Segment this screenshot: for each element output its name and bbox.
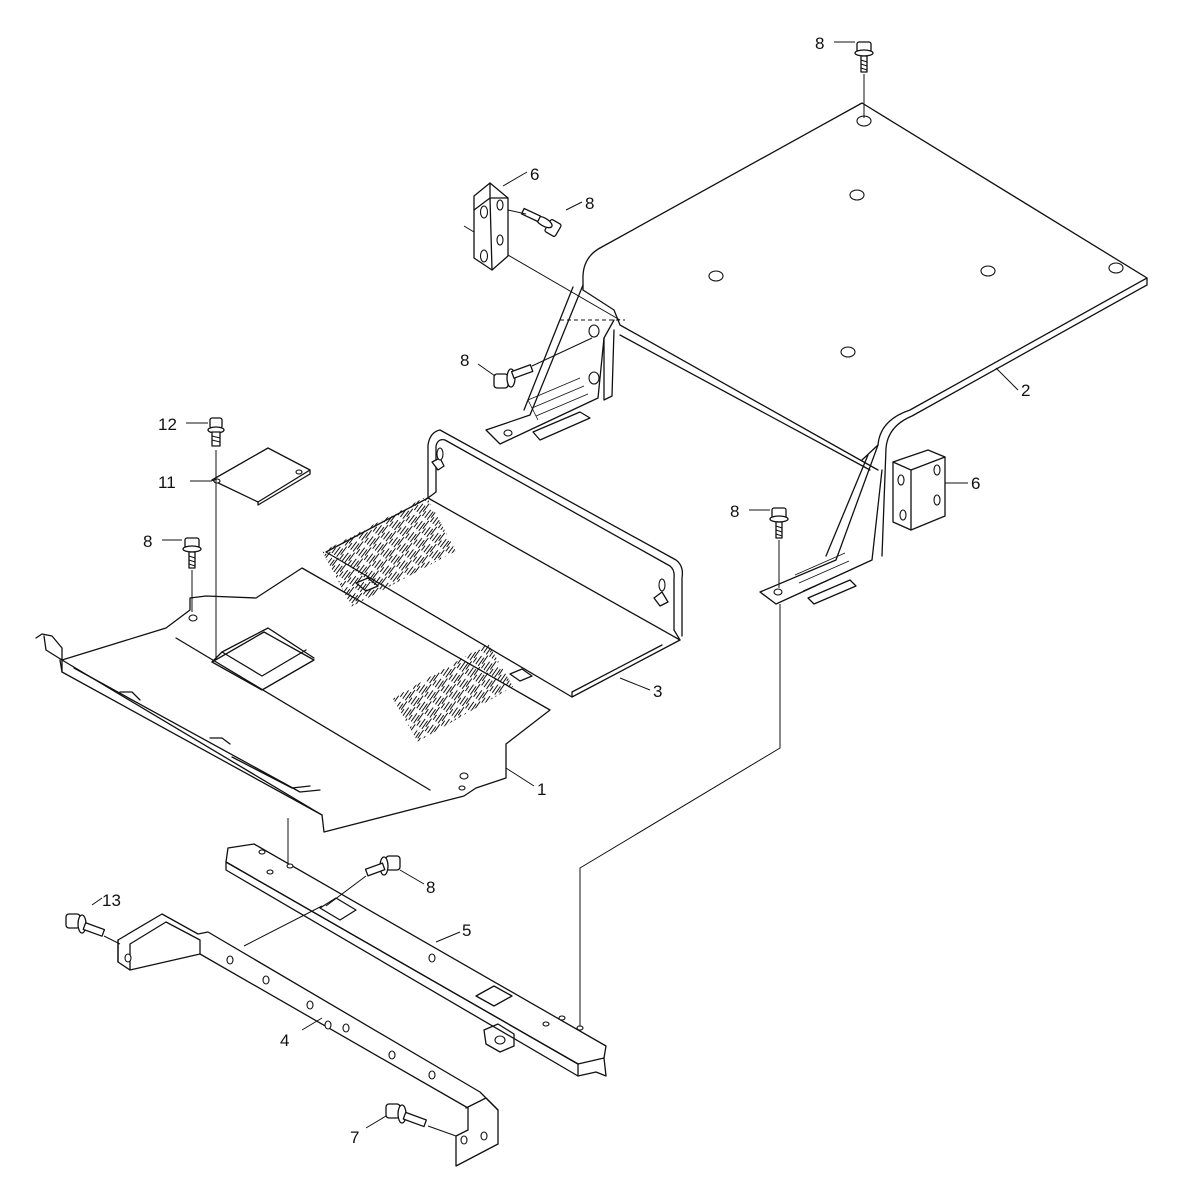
callout-6-right: 6 xyxy=(971,474,980,493)
callout-8-top: 8 xyxy=(815,34,824,53)
perforated-panel-3 xyxy=(322,429,684,698)
bolt-8-left-side xyxy=(493,364,534,389)
leader-line-2 xyxy=(995,367,1019,391)
callout-2: 2 xyxy=(1021,381,1030,400)
angle-bracket-4 xyxy=(117,913,499,1167)
floor-plate-1 xyxy=(35,567,551,833)
callout-1: 1 xyxy=(537,780,546,799)
callout-8-right-leg: 8 xyxy=(730,502,739,521)
callout-12: 12 xyxy=(158,415,177,434)
screw-12 xyxy=(207,417,225,447)
callout-5: 5 xyxy=(462,921,471,940)
callout-8-bracket: 8 xyxy=(585,194,594,213)
bracket-6-left xyxy=(473,182,509,271)
bolt-8-bracket xyxy=(520,207,562,237)
callout-8-crossbar: 8 xyxy=(426,878,435,897)
crossbar-5 xyxy=(225,843,607,1077)
callout-13: 13 xyxy=(102,891,121,910)
callout-8-floor: 8 xyxy=(143,532,152,551)
bolt-7 xyxy=(385,1103,428,1128)
bolt-8-floor xyxy=(182,537,202,569)
cover-plate-11 xyxy=(211,447,311,506)
callout-8-left-side: 8 xyxy=(460,351,469,370)
bolt-8-crossbar xyxy=(364,855,401,877)
bolt-8-top xyxy=(854,41,874,73)
callout-7: 7 xyxy=(350,1128,359,1147)
callout-11: 11 xyxy=(158,473,176,492)
callout-3: 3 xyxy=(653,682,662,701)
callout-4: 4 xyxy=(280,1031,289,1050)
bracket-6-right xyxy=(892,449,946,531)
assembly-leader-line xyxy=(579,604,781,1026)
callout-6-left: 6 xyxy=(530,165,539,184)
bolt-8-right-leg xyxy=(769,507,789,539)
bolt-13 xyxy=(65,913,106,937)
top-cover-plate xyxy=(485,102,1148,605)
